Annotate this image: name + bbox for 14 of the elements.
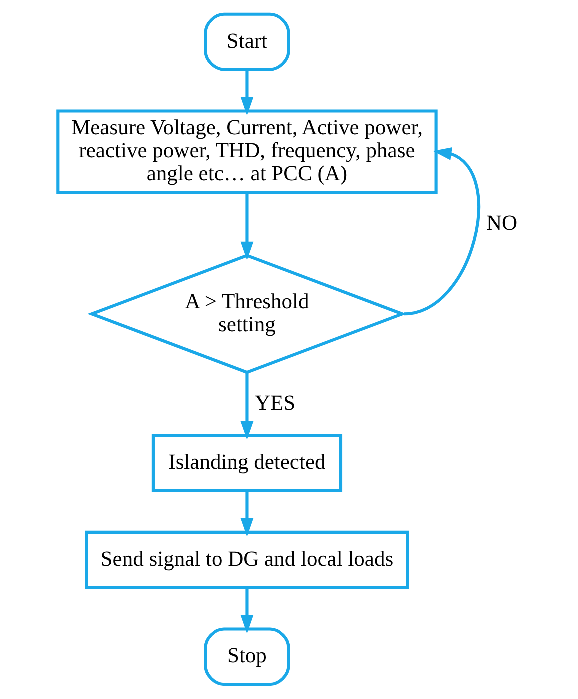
node-box: Stop [204,628,290,686]
node-box: Islanding detected [151,434,342,492]
edge-label: NO [486,210,518,235]
arrow [240,70,254,116]
node-diamond: A > Threshold setting [87,254,406,374]
arrow [240,588,254,634]
arrow [403,148,480,316]
arrow [240,372,254,440]
arrow [240,491,254,537]
edge-label: YES [254,390,296,415]
node-box: Send signal to DG and local loads [84,530,409,590]
node-box: Start [204,12,290,72]
node-box: Measure Voltage, Current, Active power, reactive power, THD, frequency, phase angle etc… at PCC (A) [56,110,438,194]
arrow [240,192,254,260]
